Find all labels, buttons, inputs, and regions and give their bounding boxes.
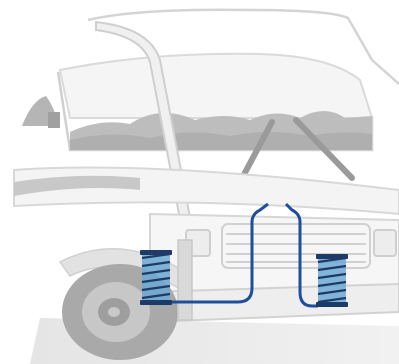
headlight-right-icon xyxy=(374,230,396,256)
hood xyxy=(14,168,399,215)
mirror-shape xyxy=(48,112,60,128)
right-coil-spring-icon xyxy=(316,254,348,307)
left-coil-spring-icon xyxy=(140,250,172,305)
roof-panel xyxy=(60,54,372,118)
strut xyxy=(178,240,192,320)
windshield-landscape-near xyxy=(70,132,372,150)
